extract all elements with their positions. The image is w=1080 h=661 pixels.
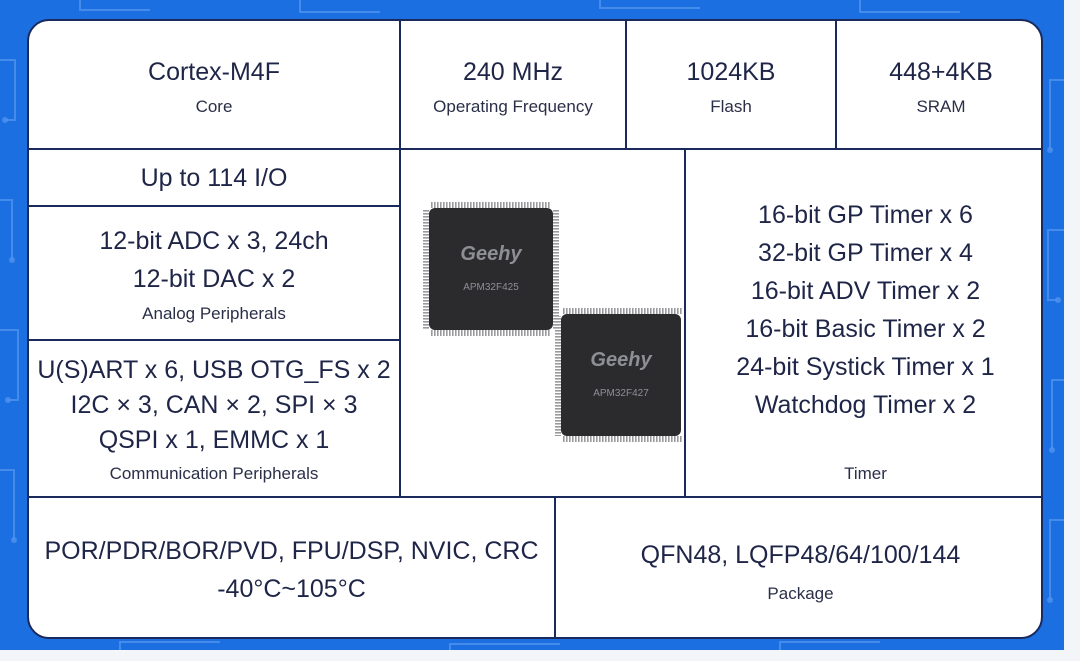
sram-value: 448+4KB — [889, 57, 993, 86]
chip-illustration: Geehy APM32F425 Geehy APM32F427 — [423, 202, 683, 442]
flash-label: Flash — [710, 96, 752, 116]
communication-cell: U(S)ART x 6, USB OTG_FS x 2 I2C × 3, CAN… — [29, 341, 399, 496]
communication-line: U(S)ART x 6, USB OTG_FS x 2 — [37, 356, 391, 384]
timer-cell: 16-bit GP Timer x 6 32-bit GP Timer x 4 … — [686, 150, 1041, 496]
communication-label: Communication Peripherals — [109, 464, 319, 483]
communication-line: QSPI x 1, EMMC x 1 — [98, 426, 330, 454]
io-value: Up to 114 I/O — [140, 163, 288, 192]
package-value: QFN48, LQFP48/64/100/144 — [640, 540, 961, 569]
spec-card: Cortex-M4F Core 240 MHz Operating Freque… — [27, 19, 1043, 639]
chip-apm32f427: Geehy APM32F427 — [555, 308, 683, 442]
analog-cell: 12-bit ADC x 3, 24ch 12-bit DAC x 2 Anal… — [29, 207, 399, 339]
timer-line: 16-bit GP Timer x 6 — [758, 201, 973, 229]
core-cell: Cortex-M4F Core — [29, 21, 399, 148]
chip-apm32f425: Geehy APM32F425 — [423, 202, 559, 336]
right-edge-strip — [1064, 0, 1080, 661]
core-value: Cortex-M4F — [148, 57, 280, 86]
package-cell: QFN48, LQFP48/64/100/144 Package — [556, 498, 1041, 637]
package-label: Package — [767, 583, 834, 603]
chip-brand: Geehy — [590, 349, 652, 371]
divider — [625, 21, 627, 150]
divider — [29, 496, 1041, 498]
timer-line: 24-bit Systick Timer x 1 — [736, 353, 995, 381]
timer-line: 32-bit GP Timer x 4 — [758, 239, 973, 267]
chip-model: APM32F427 — [593, 388, 649, 399]
system-cell: POR/PDR/BOR/PVD, FPU/DSP, NVIC, CRC -40°… — [29, 498, 554, 637]
system-line: -40°C~105°C — [217, 574, 366, 603]
timer-label: Timer — [844, 464, 887, 483]
divider — [399, 148, 401, 498]
bottom-edge-strip — [0, 650, 1080, 661]
circuit-pattern — [0, 0, 1064, 650]
divider — [29, 148, 1041, 150]
frequency-cell: 240 MHz Operating Frequency — [401, 21, 625, 148]
chip-model: APM32F425 — [463, 282, 519, 293]
sram-cell: 448+4KB SRAM — [837, 21, 1041, 148]
divider — [29, 339, 400, 341]
timer-line: 16-bit ADV Timer x 2 — [750, 277, 981, 305]
analog-line: 12-bit ADC x 3, 24ch — [99, 227, 329, 255]
timer-line: Watchdog Timer x 2 — [754, 391, 977, 419]
io-cell: Up to 114 I/O — [29, 150, 399, 205]
divider — [835, 21, 837, 150]
flash-cell: 1024KB Flash — [627, 21, 835, 148]
analog-label: Analog Peripherals — [142, 304, 286, 323]
sram-label: SRAM — [916, 96, 966, 116]
timer-line: 16-bit Basic Timer x 2 — [745, 315, 986, 343]
core-label: Core — [195, 96, 233, 116]
frequency-label: Operating Frequency — [433, 96, 593, 116]
analog-line: 12-bit DAC x 2 — [132, 265, 296, 293]
chip-brand: Geehy — [460, 243, 522, 265]
system-line: POR/PDR/BOR/PVD, FPU/DSP, NVIC, CRC — [44, 536, 539, 565]
divider — [684, 148, 686, 498]
frequency-value: 240 MHz — [462, 57, 564, 86]
divider — [399, 21, 401, 150]
divider — [554, 496, 556, 637]
chips-cell: Geehy APM32F425 Geehy APM32F427 — [401, 150, 684, 496]
flash-value: 1024KB — [686, 57, 776, 86]
divider — [29, 205, 400, 207]
communication-line: I2C × 3, CAN × 2, SPI × 3 — [70, 391, 358, 419]
